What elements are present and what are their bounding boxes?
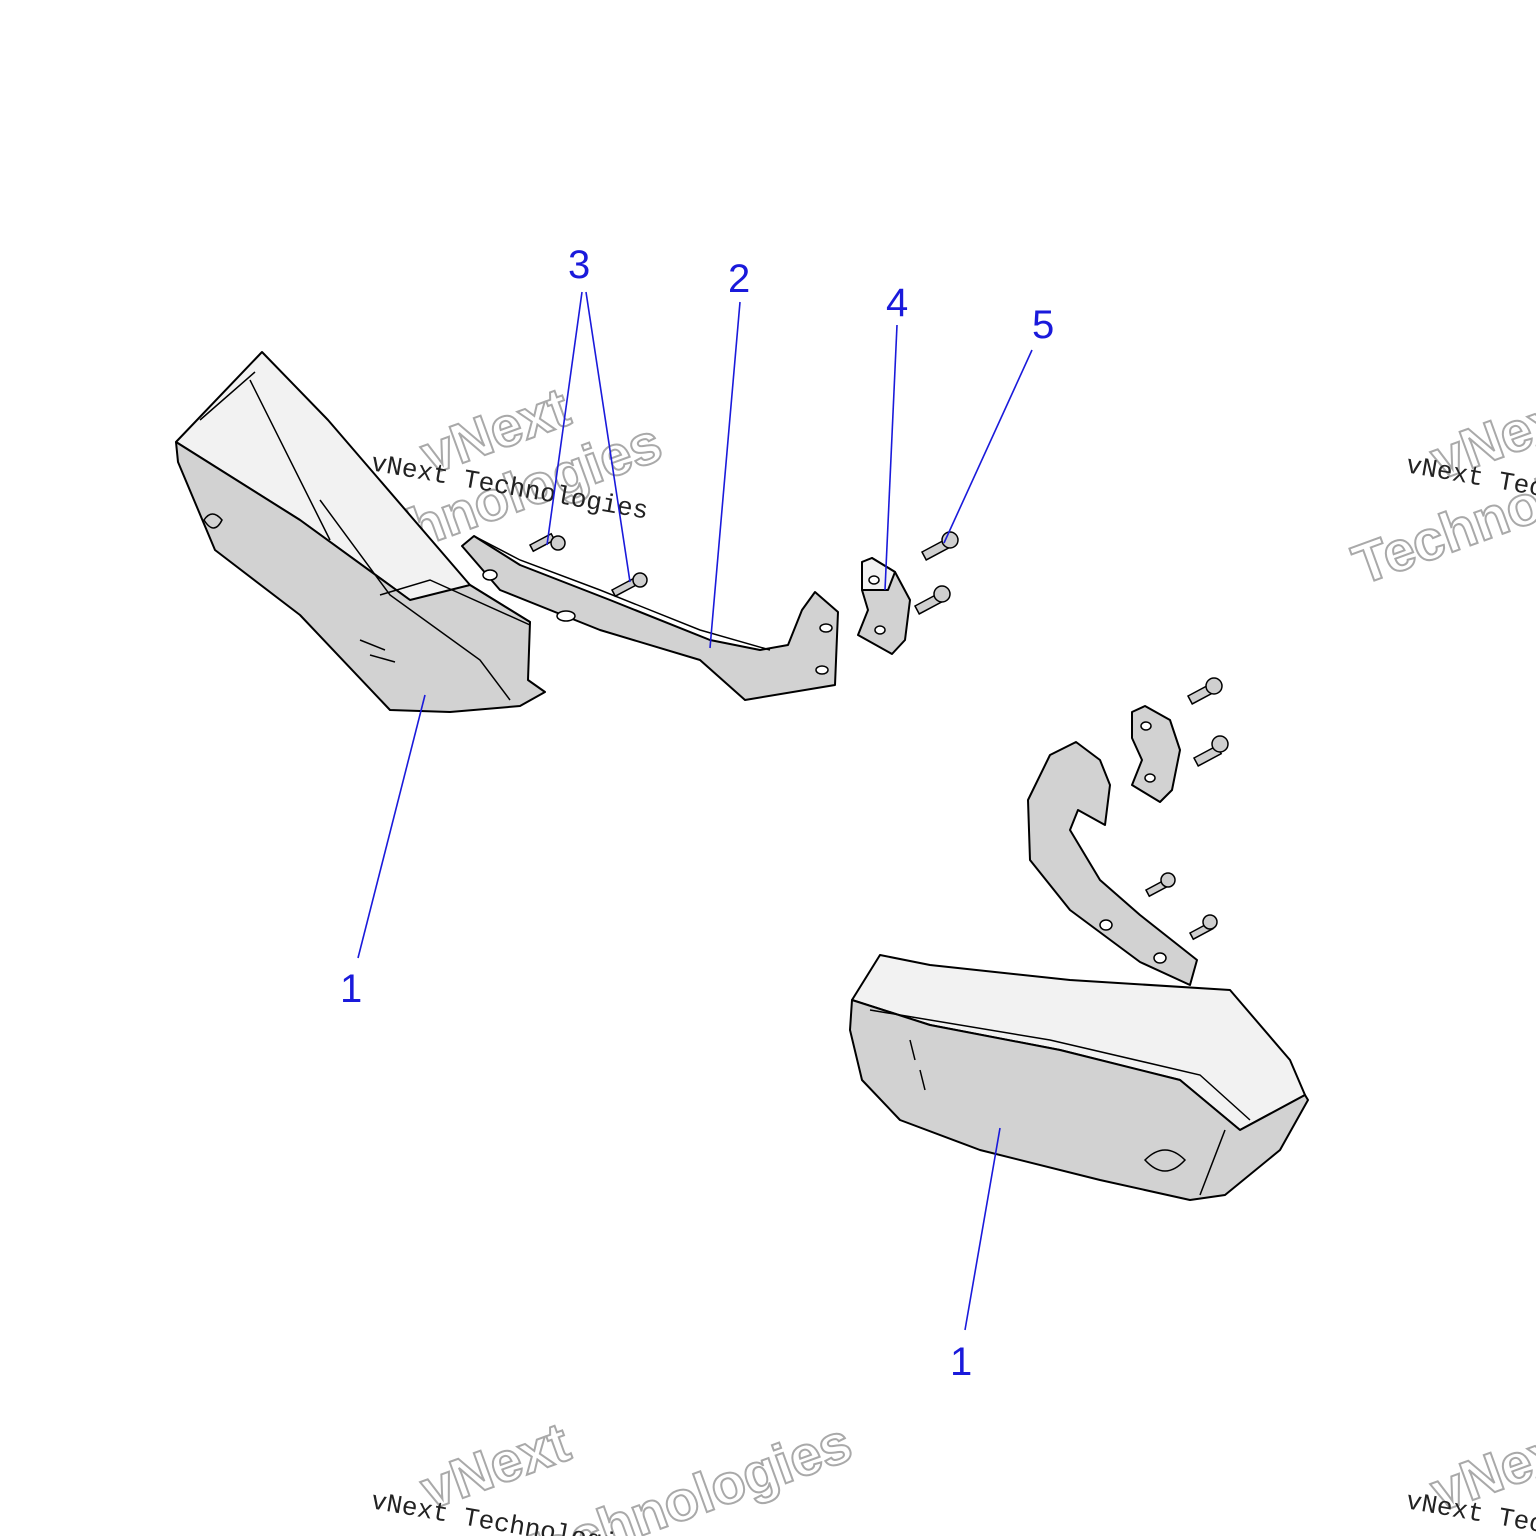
clamp-hole: [1140, 721, 1152, 731]
callout-1-left: 1: [340, 967, 362, 1011]
callout-2: 2: [728, 257, 750, 301]
hand-guard-left: [175, 351, 546, 713]
callouts: 3 2 4 5 1 1: [340, 243, 1054, 1384]
callout-4: 4: [886, 281, 908, 325]
bolt: [1188, 914, 1218, 941]
bolts-right: [1144, 677, 1229, 941]
leader-lines: [357, 291, 1033, 1331]
bar-left: [461, 535, 839, 701]
bar-hole: [1099, 919, 1113, 931]
bar-hole: [819, 623, 833, 633]
clamp-hole: [1144, 773, 1156, 783]
clamp-hole: [874, 625, 886, 635]
bar-hole: [556, 610, 576, 622]
bolt: [913, 585, 951, 615]
bolt: [920, 531, 959, 561]
callout-3: 3: [568, 243, 590, 287]
callout-5: 5: [1032, 303, 1054, 347]
bolt: [1144, 872, 1176, 898]
bolt: [1186, 677, 1223, 705]
bar-hole: [815, 665, 829, 675]
bolt: [1192, 735, 1229, 767]
bar-hole: [1153, 952, 1167, 964]
bar-right: [1027, 741, 1198, 986]
bar-hole: [482, 569, 498, 581]
clamp-left: [857, 557, 911, 655]
hand-guard-right: [849, 954, 1309, 1201]
clamp-hole: [868, 575, 880, 585]
callout-1-right: 1: [950, 1340, 972, 1384]
bolts-left: [528, 531, 959, 615]
watermark-bottom-left: vNext Technologies vNext Technologies: [369, 1409, 861, 1536]
bolt: [610, 572, 648, 598]
clamp-right: [1131, 705, 1181, 803]
watermark-bottom-right: vNext vNext Technologies: [1404, 1411, 1536, 1536]
watermark-top-right: vNext Technologies vNext Technologies: [1344, 379, 1536, 597]
